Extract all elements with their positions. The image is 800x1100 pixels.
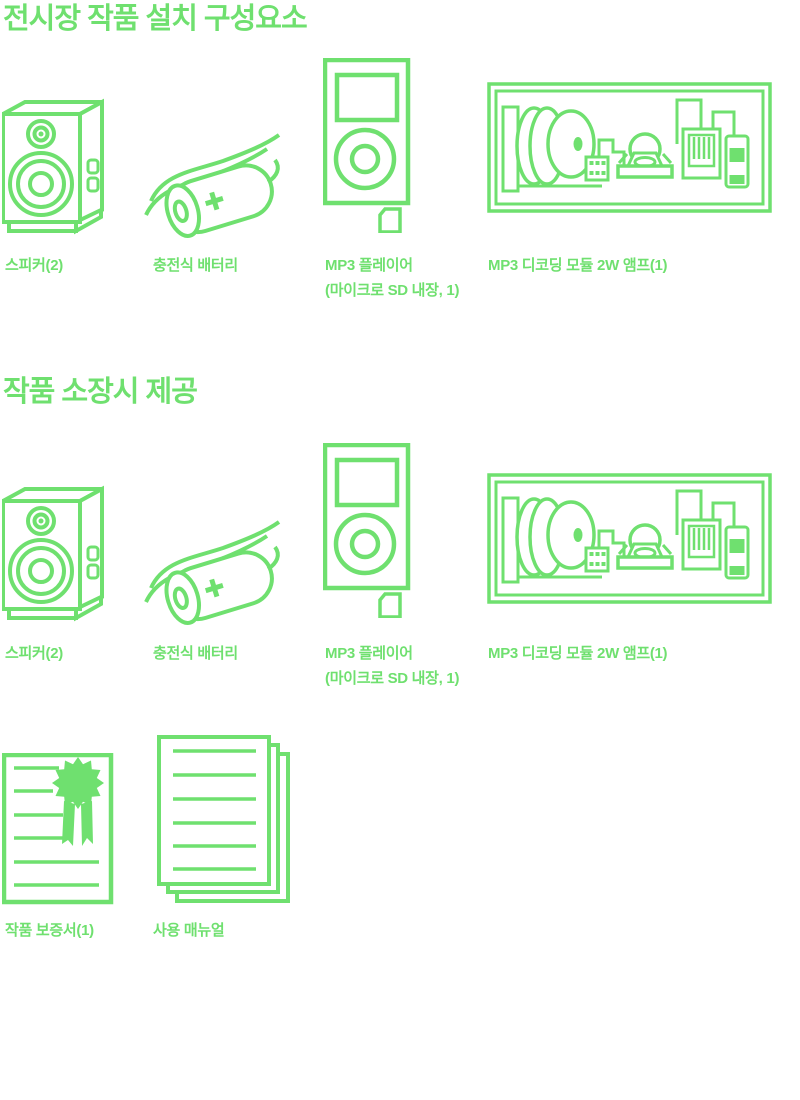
manual-icon (152, 735, 292, 910)
battery-icon (143, 127, 288, 239)
speaker-label: 스피커(2) (5, 257, 63, 274)
section-installation-title: 전시장 작품 설치 구성요소 (3, 3, 308, 35)
mp3-player-label-line2: (마이크로 SD 내장, 1) (325, 670, 460, 687)
mp3-player-label-line1: MP3 플레이어 (325, 645, 413, 662)
mp3-player-label: MP3 플레이어 (마이크로 SD 내장, 1) (325, 641, 459, 691)
section-ownership-title: 작품 소장시 제공 (3, 376, 198, 408)
speaker-label: 스피커(2) (5, 645, 63, 662)
mp3-player-label: MP3 플레이어 (마이크로 SD 내장, 1) (325, 253, 459, 303)
decoder-module-label: MP3 디코딩 모듈 2W 앰프(1) (488, 257, 668, 274)
battery-icon (143, 514, 288, 626)
mp3-player-icon (323, 443, 413, 618)
manual-label: 사용 매뉴얼 (153, 922, 225, 939)
decoder-module-icon (487, 473, 772, 605)
battery-label: 충전식 배터리 (153, 257, 238, 274)
decoder-module-label: MP3 디코딩 모듈 2W 앰프(1) (488, 645, 668, 662)
battery-label: 충전식 배터리 (153, 645, 238, 662)
mp3-player-icon (323, 58, 413, 233)
certificate-label: 작품 보증서(1) (5, 922, 94, 939)
decoder-module-icon (487, 82, 772, 214)
certificate-icon (2, 753, 114, 905)
mp3-player-label-line2: (마이크로 SD 내장, 1) (325, 282, 460, 299)
mp3-player-label-line1: MP3 플레이어 (325, 257, 413, 274)
speaker-icon (2, 485, 108, 625)
speaker-icon (2, 98, 108, 238)
